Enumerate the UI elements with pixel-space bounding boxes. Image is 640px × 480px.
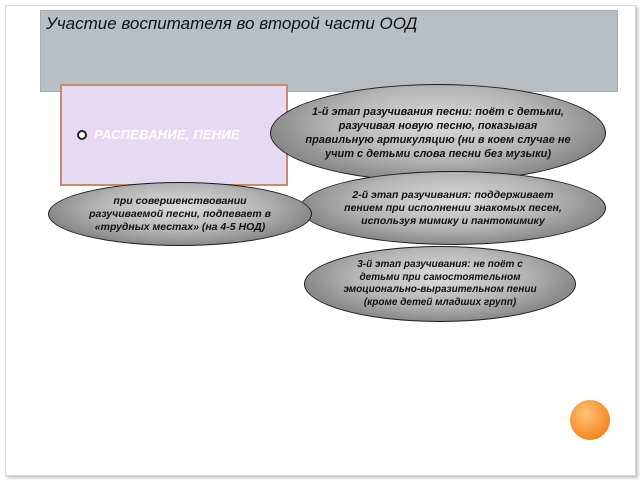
slide-title: Участие воспитателя во второй части ООД xyxy=(46,14,418,33)
topic-label: РАСПЕВАНИЕ, ПЕНИЕ xyxy=(94,127,240,142)
stage-3-text: 3-й этап разучивания: не поёт с детьми п… xyxy=(343,259,537,308)
stage-2-oval: 2-й этап разучивания: поддерживает пение… xyxy=(300,171,606,245)
improvement-oval: при совершенствовании разучиваемой песни… xyxy=(48,182,312,246)
improvement-text: при совершенствовании разучиваемой песни… xyxy=(89,194,271,233)
hollow-circle-bullet-icon xyxy=(77,130,87,140)
stage-1-text: 1-й этап разучивания песни: поёт с детьм… xyxy=(305,106,571,160)
title-bar xyxy=(40,10,618,92)
stage-3-oval: 3-й этап разучивания: не поёт с детьми п… xyxy=(304,246,576,322)
stage-1-oval: 1-й этап разучивания песни: поёт с детьм… xyxy=(270,84,606,182)
stage-2-text: 2-й этап разучивания: поддерживает пение… xyxy=(344,188,562,227)
orange-dot-icon xyxy=(570,400,610,440)
